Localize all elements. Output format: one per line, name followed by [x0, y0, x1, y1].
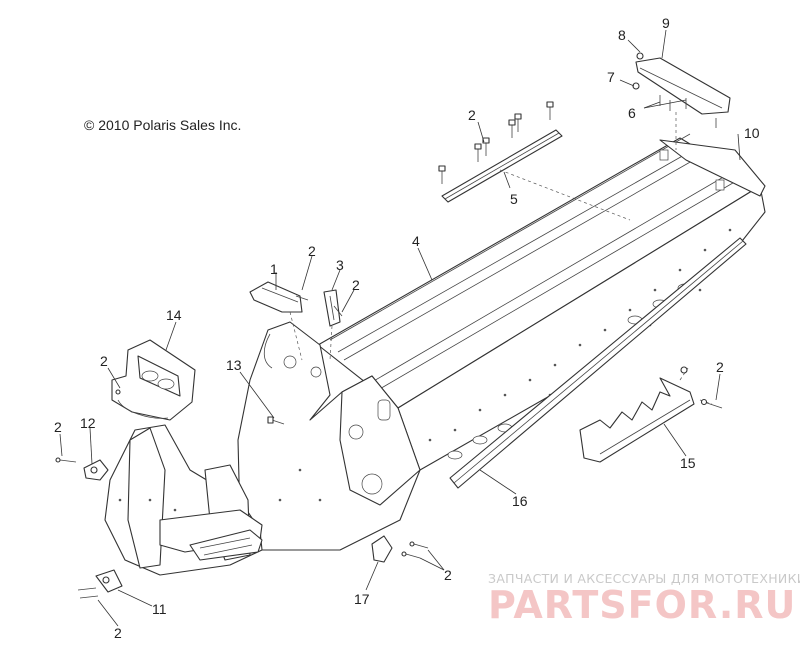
fastener-group-front-left [55, 457, 77, 463]
screw-set-5 [438, 101, 554, 184]
callout-13: 13 [226, 357, 242, 373]
part-14-front-bracket [111, 339, 196, 421]
callout-16: 16 [512, 493, 528, 509]
callout-6: 6 [628, 105, 636, 121]
watermark-logo: PARTSFOR.RU [488, 583, 796, 627]
part-1-bracket [249, 281, 303, 361]
callout-2-bracket-upper: 2 [308, 243, 316, 259]
fastener-group-rear-right [680, 366, 723, 409]
callout-17: 17 [354, 591, 370, 607]
bulkhead-side-panel [339, 375, 421, 506]
suspension-bracket [189, 529, 263, 561]
part-5-rail-strip [438, 101, 631, 221]
fastener-group-bracket [115, 295, 343, 395]
callout-labels: 8 9 7 6 10 2 5 4 2 1 3 2 14 2 13 2 12 2 … [54, 15, 760, 641]
callout-1: 1 [270, 261, 278, 277]
callout-7: 7 [607, 69, 615, 85]
part-15-toothed-guard [579, 367, 713, 463]
part-11-bottom-bracket [77, 569, 123, 599]
callout-2-front-left: 2 [54, 419, 62, 435]
callout-9: 9 [662, 15, 670, 31]
copyright-text: © 2010 Polaris Sales Inc. [84, 117, 241, 133]
callout-5: 5 [510, 191, 518, 207]
callout-14: 14 [166, 307, 182, 323]
watermark-tagline: ЗАПЧАСТИ И АКСЕССУАРЫ ДЛЯ МОТОТЕХНИКИ [488, 571, 800, 586]
callout-3: 3 [336, 257, 344, 273]
callout-11: 11 [152, 601, 167, 617]
callout-2-rear-right: 2 [716, 359, 724, 375]
part-17-cover [371, 535, 393, 563]
part-12-small-bracket [83, 459, 109, 481]
front-upright-left [127, 427, 166, 569]
callout-4: 4 [412, 233, 420, 249]
tunnel-assembly [104, 133, 766, 576]
leader-lines [59, 29, 741, 627]
callout-10: 10 [744, 125, 760, 141]
callout-2-front-bracket: 2 [100, 353, 108, 369]
callout-12: 12 [80, 415, 96, 431]
fastener-group-bottom [401, 541, 429, 559]
callout-2-bottom-left: 2 [114, 625, 122, 641]
rear-bumper [659, 139, 766, 197]
callout-2-bottom: 2 [444, 567, 452, 583]
callout-2-bracket-lower: 2 [352, 277, 360, 293]
callout-8: 8 [618, 27, 626, 43]
callout-15: 15 [680, 455, 696, 471]
part-16-running-strip [449, 237, 747, 489]
watermark: ЗАПЧАСТИ И АКСЕССУАРЫ ДЛЯ МОТОТЕХНИКИ PA… [488, 571, 800, 627]
part-13-bolt [267, 416, 285, 425]
part-3-bracket [323, 289, 341, 361]
callout-2-rail: 2 [468, 107, 476, 123]
part-9-rear-plate [632, 52, 731, 150]
